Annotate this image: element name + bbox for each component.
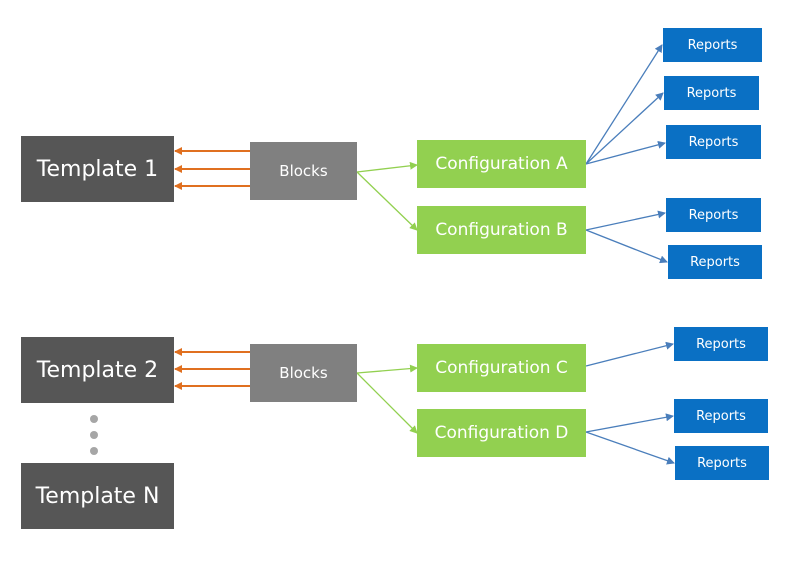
config-to-reports-arrow bbox=[585, 431, 675, 465]
config-to-reports-arrow bbox=[585, 341, 674, 367]
reports-box: Reports bbox=[668, 245, 762, 279]
blocks-box: Blocks bbox=[250, 142, 357, 200]
ellipsis-dot bbox=[90, 415, 98, 423]
reports-box: Reports bbox=[664, 76, 759, 110]
reports-box: Reports bbox=[674, 399, 768, 433]
config-to-reports-arrow bbox=[585, 44, 663, 165]
configuration-box: Configuration C bbox=[417, 344, 586, 392]
config-to-reports-arrow bbox=[585, 92, 664, 165]
reports-box: Reports bbox=[675, 446, 769, 480]
config-to-reports-arrow bbox=[585, 140, 666, 165]
ellipsis-dot bbox=[90, 447, 98, 455]
blocks-to-config-arrow bbox=[356, 364, 418, 374]
config-to-reports-arrow bbox=[585, 413, 674, 433]
template-box: Template N bbox=[21, 463, 174, 529]
config-to-reports-arrow bbox=[585, 229, 668, 264]
blocks-to-config-arrow bbox=[356, 161, 418, 173]
reports-box: Reports bbox=[666, 125, 761, 159]
reports-box: Reports bbox=[663, 28, 762, 62]
configuration-box: Configuration A bbox=[417, 140, 586, 188]
template-box: Template 2 bbox=[21, 337, 174, 403]
configuration-box: Configuration D bbox=[417, 409, 586, 457]
reports-box: Reports bbox=[666, 198, 761, 232]
template-box: Template 1 bbox=[21, 136, 174, 202]
blocks-box: Blocks bbox=[250, 344, 357, 402]
blocks-to-config-arrow bbox=[356, 171, 418, 231]
reports-box: Reports bbox=[674, 327, 768, 361]
config-to-reports-arrow bbox=[585, 210, 666, 231]
blocks-to-config-arrow bbox=[356, 372, 418, 434]
configuration-box: Configuration B bbox=[417, 206, 586, 254]
ellipsis-dot bbox=[90, 431, 98, 439]
